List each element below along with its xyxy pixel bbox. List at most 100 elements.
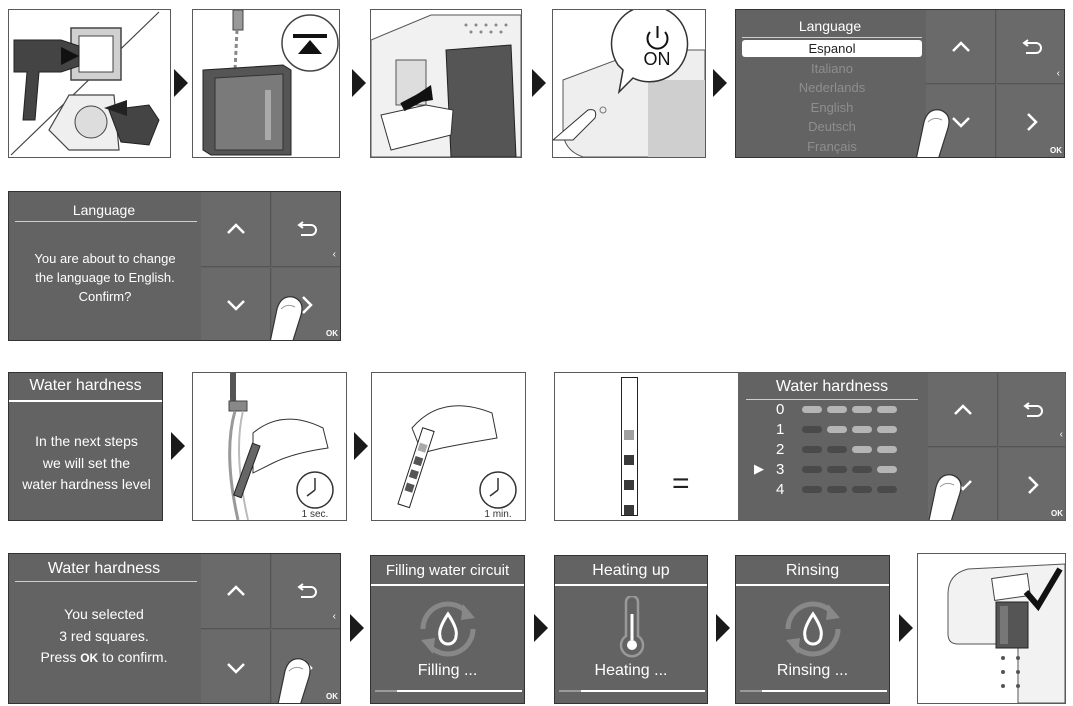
hardness-level-row[interactable]: ▶3: [738, 461, 908, 479]
thermometer-icon: [619, 596, 645, 658]
hardness-bar: [802, 466, 822, 473]
hardness-level-number: 0: [776, 401, 785, 418]
finger-icon: [916, 109, 950, 157]
up-button[interactable]: [201, 554, 271, 629]
step-wait-strip-illustration: 1 min.: [371, 372, 526, 521]
step-dip-strip-illustration: 1 sec.: [192, 372, 347, 521]
test-strip-icon: 1 sec.: [228, 373, 334, 520]
chevron-left-small-icon: ‹: [332, 249, 336, 260]
hardness-bar: [802, 406, 822, 413]
screen-title: Heating up: [592, 562, 670, 579]
down-button[interactable]: [201, 630, 271, 703]
strip-square: [624, 480, 634, 490]
language-option[interactable]: Deutsch: [808, 119, 856, 134]
hardness-bar: [827, 466, 847, 473]
chevron-up-icon: [951, 40, 970, 52]
hardness-bar: [802, 486, 822, 493]
hardness-bar: [852, 406, 872, 413]
step-fill-tank-illustration: [192, 9, 340, 158]
power-plug-icon: [10, 11, 160, 156]
language-option[interactable]: Nederlands: [798, 80, 866, 95]
screen-title: Water hardness: [775, 378, 889, 395]
hardness-bar: [827, 406, 847, 413]
step-arrow: [713, 69, 727, 97]
step-arrow: [534, 614, 548, 642]
language-confirm-screen: Language You are about to change the lan…: [8, 191, 341, 341]
step-arrow: [171, 432, 185, 460]
finger-icon: [928, 474, 962, 520]
screen-title: Water hardness: [29, 377, 142, 394]
hardness-level-number: 4: [776, 481, 785, 498]
back-button[interactable]: [999, 373, 1065, 447]
back-button[interactable]: [272, 554, 340, 629]
strip-square: [624, 430, 634, 440]
step-complete-illustration: [917, 553, 1066, 704]
progress-bar: [740, 690, 887, 692]
water-hardness-intro-screen: Water hardness In the next steps we will…: [8, 372, 163, 521]
chevron-right-icon: [1028, 476, 1039, 494]
screen-title: Language: [798, 18, 862, 34]
back-button[interactable]: [272, 192, 340, 267]
screen-title: Language: [72, 202, 136, 218]
step-plug-in-illustration: [8, 9, 171, 158]
ok-label: OK: [1051, 509, 1063, 518]
water-tank-icon: [202, 10, 339, 156]
heating-screen: Heating up Heating ...: [554, 555, 708, 704]
up-button[interactable]: [926, 10, 996, 84]
hardness-bar: [877, 446, 897, 453]
on-label: ON: [644, 49, 671, 69]
back-button[interactable]: [997, 10, 1064, 84]
finger-icon: [277, 658, 311, 703]
confirm-message: You are about to change the language to …: [34, 251, 176, 304]
hardness-level-row[interactable]: 0: [738, 401, 908, 419]
language-option[interactable]: Espanol: [742, 40, 922, 57]
hardness-bar: [827, 426, 847, 433]
timer-label: 1 sec.: [302, 509, 329, 520]
hardness-level-row[interactable]: 1: [738, 421, 908, 439]
chevron-down-icon: [951, 117, 970, 128]
water-drop-cycle-icon: [420, 601, 476, 657]
hardness-level-number: 3: [776, 461, 785, 478]
hardness-level-number: 2: [776, 441, 785, 458]
hardness-bar: [827, 446, 847, 453]
hardness-bar: [852, 446, 872, 453]
up-button[interactable]: [928, 373, 998, 447]
language-option[interactable]: Français: [807, 138, 857, 154]
status-text: Filling ...: [417, 662, 478, 679]
hardness-bar: [852, 486, 872, 493]
coffee-spout-icon: [947, 563, 1065, 703]
ok-label: OK: [326, 329, 338, 338]
up-button[interactable]: [201, 192, 271, 267]
hardness-bar: [877, 406, 897, 413]
down-button[interactable]: [201, 268, 271, 340]
ok-button[interactable]: OK: [997, 85, 1064, 157]
step-insert-tank-illustration: [370, 9, 522, 158]
chevron-right-icon: [302, 296, 313, 314]
strip-square: [624, 505, 634, 515]
back-arrow-icon: [1023, 401, 1043, 417]
equals-sign: =: [672, 467, 690, 500]
progress-bar: [559, 690, 705, 692]
power-icon: ON: [553, 10, 705, 157]
water-drop-cycle-icon: [785, 601, 841, 657]
selected-marker-icon: ▶: [754, 461, 764, 476]
hardness-bar: [802, 426, 822, 433]
hardness-level-row[interactable]: 2: [738, 441, 908, 459]
chevron-up-icon: [226, 585, 245, 596]
language-option[interactable]: English: [810, 99, 854, 115]
progress-bar: [375, 690, 522, 692]
ok-button[interactable]: OK: [999, 448, 1065, 520]
hardness-level-row[interactable]: 4: [738, 481, 908, 499]
ok-label: OK: [326, 692, 338, 701]
language-option[interactable]: Italiano: [811, 60, 853, 76]
insert-tank-icon: [371, 14, 521, 157]
hardness-bar: [827, 486, 847, 493]
step-arrow: [716, 614, 730, 642]
step-power-on-illustration: ON: [552, 9, 706, 158]
confirm-message: You selected 3 red squares. Press OK to …: [40, 606, 168, 666]
rinsing-screen: Rinsing Rinsing ...: [735, 555, 890, 704]
